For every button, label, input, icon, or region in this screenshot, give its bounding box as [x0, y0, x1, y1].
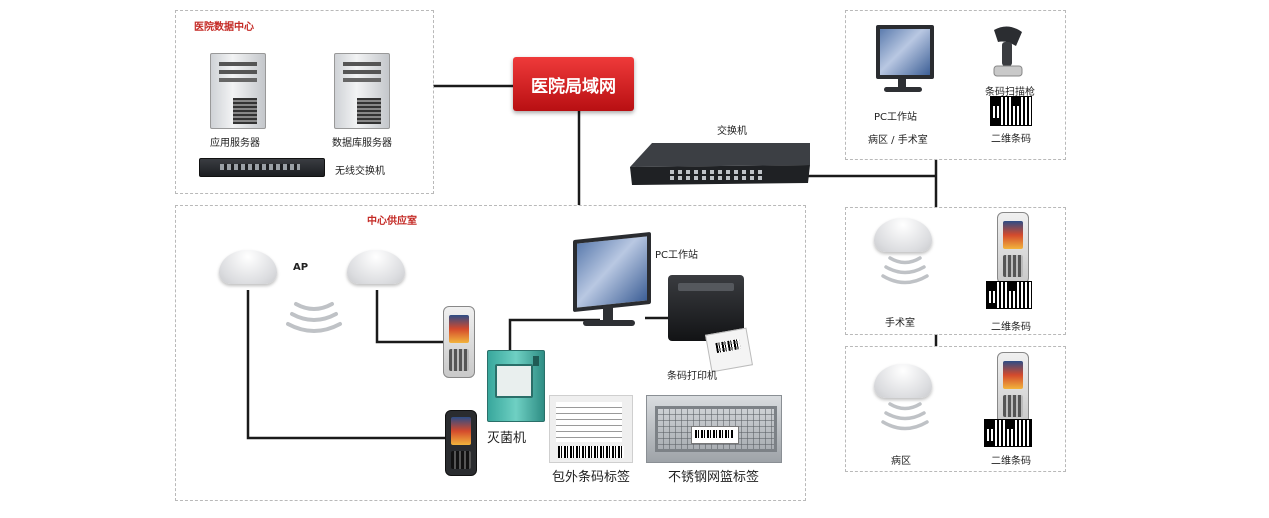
- wireless-switch-icon: [199, 158, 325, 177]
- hospital-lan-box: 医院局域网: [513, 57, 634, 111]
- ward-qr-label: 二维条码: [991, 456, 1031, 467]
- access-point-left-icon: [219, 250, 277, 284]
- barcode-printer-icon: [668, 275, 753, 373]
- operating-room-pda-icon: [997, 212, 1029, 284]
- pc-workstation-icon: [573, 231, 653, 334]
- ward-wifi-icon: [881, 402, 929, 431]
- supply-room-title: 中心供应室: [367, 216, 417, 227]
- barcode-scanner-label: 条码扫描枪: [985, 87, 1035, 98]
- operating-room-wifi-icon: [881, 256, 929, 285]
- ward-surgery-zone: [845, 10, 1066, 160]
- operating-room-qr-icon: [986, 281, 1032, 309]
- line-ap-pda-top: [375, 290, 443, 344]
- wifi-signal-icon: [286, 302, 342, 333]
- ward-pda-icon: [997, 352, 1029, 424]
- access-point-right-icon: [347, 250, 405, 284]
- ward-surgery-location-label: 病区 / 手术室: [868, 135, 928, 146]
- basket-label-caption: 不锈钢网篮标签: [668, 470, 760, 485]
- data-center-zone: [175, 10, 434, 194]
- core-switch-label: 交换机: [717, 126, 747, 137]
- sterilizer-icon: [487, 350, 545, 422]
- handheld-terminal-top-icon: [443, 306, 475, 378]
- app-server-label: 应用服务器: [210, 138, 260, 149]
- qr-code-icon-top: [990, 96, 1032, 126]
- app-server-icon: [210, 53, 266, 129]
- package-label-caption: 包外条码标签: [552, 470, 631, 485]
- wireless-switch-label: 无线交换机: [335, 166, 385, 177]
- db-server-label: 数据库服务器: [332, 138, 392, 149]
- line-ap-pda-bottom: [246, 290, 445, 440]
- ward-label: 病区: [891, 456, 911, 467]
- ap-label: AP: [293, 262, 309, 273]
- ward-pc-workstation-icon: [876, 25, 934, 95]
- operating-room-zone: [845, 207, 1066, 335]
- pc-workstation-label: PC工作站: [655, 250, 699, 261]
- steel-basket-label-image: [646, 395, 782, 463]
- db-server-icon: [334, 53, 390, 129]
- operating-room-qr-label: 二维条码: [991, 322, 1031, 333]
- core-switch-icon: [630, 143, 810, 185]
- supply-room-zone: [175, 205, 806, 501]
- handheld-terminal-bottom-icon: [445, 410, 477, 476]
- operating-room-ap-icon: [874, 218, 932, 252]
- sterilizer-label: 灭菌机: [487, 431, 527, 446]
- package-barcode-label-image: [549, 395, 633, 463]
- ward-surgery-qr-label: 二维条码: [991, 134, 1031, 145]
- operating-room-label: 手术室: [885, 318, 915, 329]
- line-sterilizer-pc: [508, 318, 600, 350]
- ward-qr-icon: [984, 419, 1032, 447]
- ward-zone: [845, 346, 1066, 472]
- data-center-title: 医院数据中心: [194, 22, 254, 33]
- barcode-printer-label: 条码打印机: [667, 371, 717, 382]
- ward-pc-label: PC工作站: [874, 112, 918, 123]
- barcode-scanner-icon: [990, 24, 1026, 78]
- ward-ap-icon: [874, 364, 932, 398]
